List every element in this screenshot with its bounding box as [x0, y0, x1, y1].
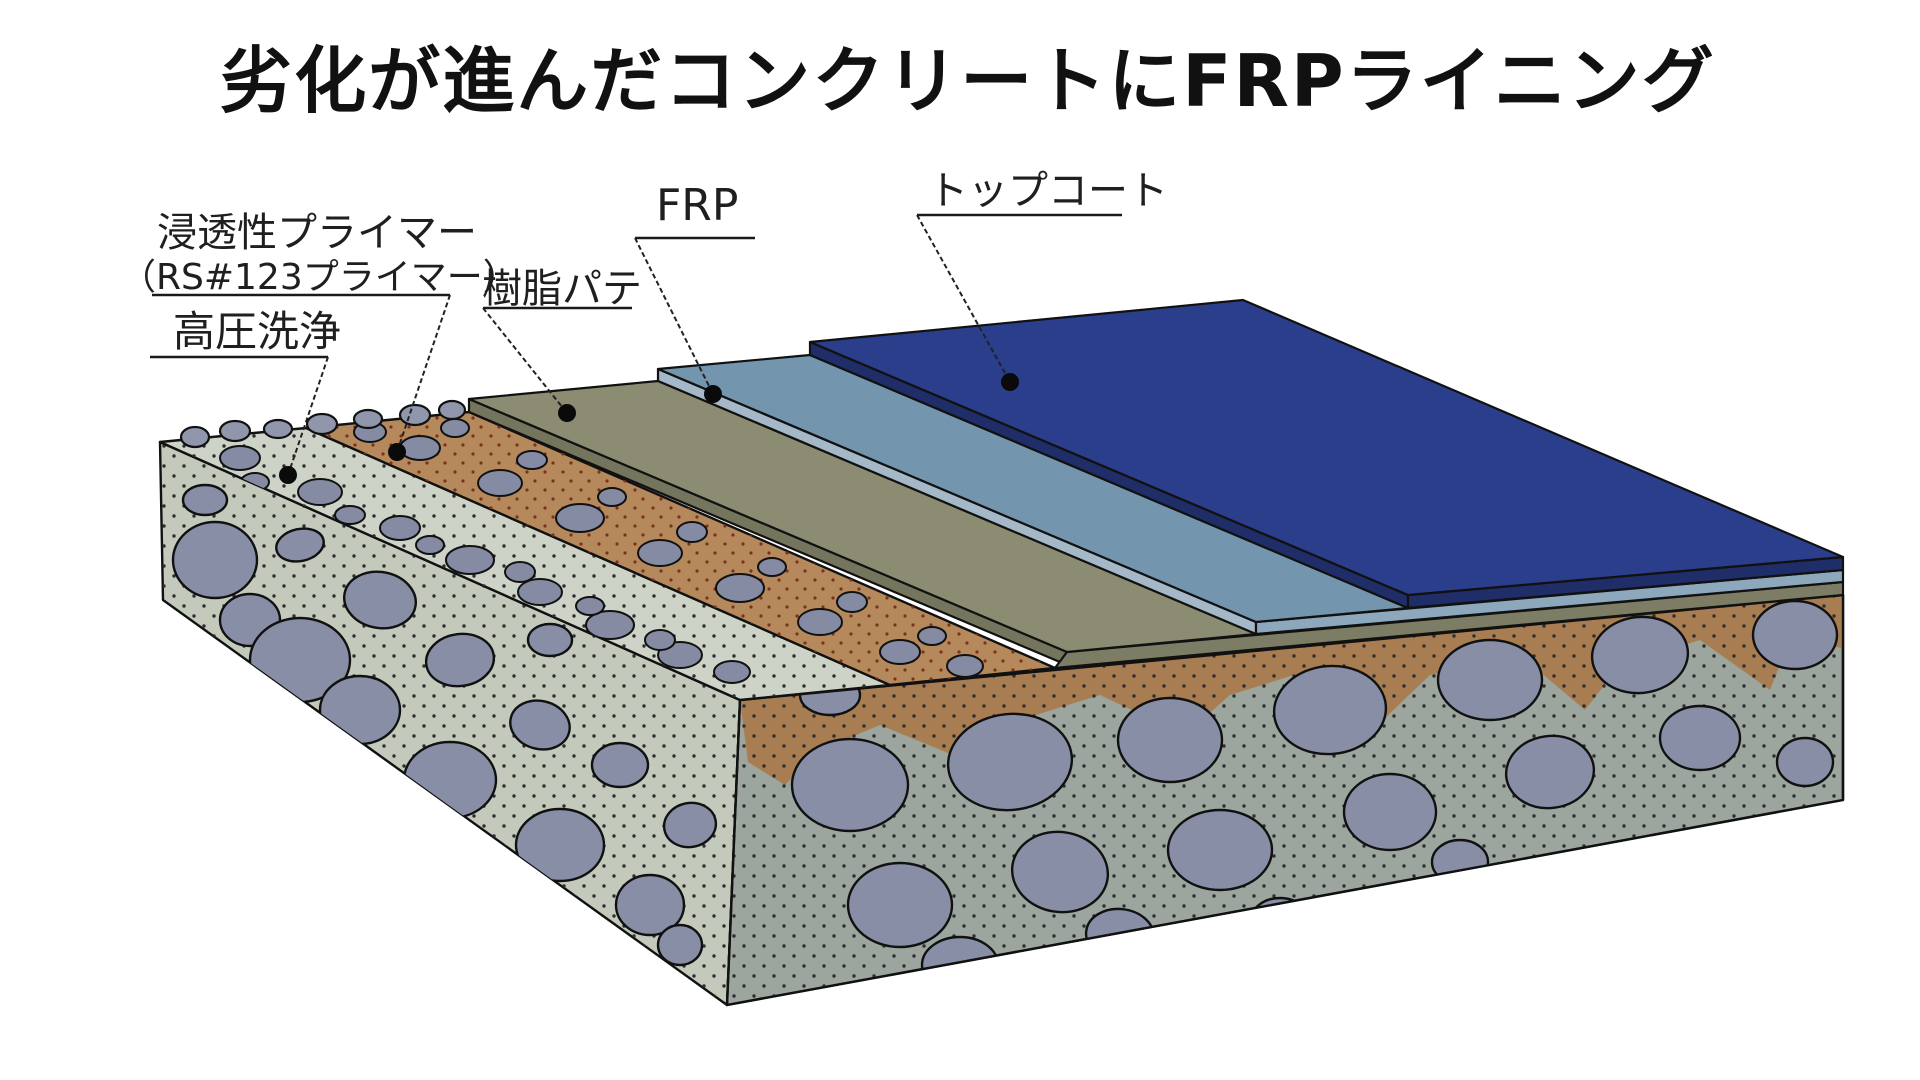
- concrete-right-face-group: [725, 593, 1845, 1007]
- stone: [504, 561, 536, 583]
- stone: [424, 632, 496, 688]
- stone: [644, 629, 676, 651]
- stone: [676, 521, 708, 543]
- stone: [334, 505, 366, 525]
- leader-line-putty: [482, 307, 568, 414]
- stone: [846, 861, 954, 949]
- stone: [590, 741, 650, 789]
- leader-dot-putty: [558, 404, 576, 422]
- pebble: [352, 408, 384, 430]
- stone: [637, 539, 683, 567]
- concrete-left-face-group: [158, 440, 742, 1007]
- stone: [946, 654, 984, 678]
- stone: [597, 487, 627, 507]
- pebble: [218, 419, 252, 443]
- leader-line-frp: [634, 237, 714, 395]
- stone: [946, 712, 1074, 812]
- stone: [415, 535, 445, 555]
- stone: [509, 699, 571, 751]
- primer-band-group: [304, 410, 1057, 687]
- stone: [555, 503, 605, 533]
- stone: [477, 469, 523, 497]
- stone: [713, 660, 751, 684]
- pebble: [179, 425, 211, 449]
- stone: [1775, 736, 1835, 788]
- leader-dot-frp: [704, 385, 722, 403]
- stone: [1248, 896, 1312, 948]
- stone: [445, 545, 495, 575]
- label-topcoat: トップコート: [928, 168, 1168, 214]
- stone: [297, 478, 343, 506]
- stone: [219, 445, 261, 471]
- washed-concrete-band-group: [158, 426, 892, 702]
- stone: [1436, 638, 1544, 722]
- stone: [1272, 664, 1388, 756]
- page-title: 劣化が進んだコンクリートにFRPライニング: [220, 39, 1715, 123]
- stone: [879, 639, 921, 665]
- leader-line-wash: [287, 356, 329, 476]
- stone: [656, 923, 704, 967]
- label-primer-line2: （RS#123プライマー）: [120, 257, 519, 298]
- leader-dot-topcoat: [1001, 373, 1019, 391]
- pebble: [262, 418, 294, 440]
- label-frp: FRP: [656, 180, 738, 231]
- stone: [318, 674, 402, 746]
- aggregate-stones-left: [171, 483, 718, 967]
- pebble: [398, 403, 432, 427]
- stone: [1166, 808, 1274, 892]
- stone: [585, 610, 635, 640]
- stone: [440, 418, 470, 438]
- label-putty: 樹脂パテ: [482, 266, 642, 312]
- stone: [1342, 772, 1438, 852]
- stone: [1010, 830, 1110, 914]
- stone: [662, 801, 718, 849]
- stone: [399, 435, 441, 461]
- frp-slab-group: [656, 353, 1845, 636]
- putty-slab-group: [467, 379, 1845, 670]
- stone: [343, 570, 417, 630]
- leader-dot-wash: [279, 466, 297, 484]
- topcoat-layer-top: [808, 298, 1845, 597]
- stone: [917, 626, 947, 646]
- stone: [516, 450, 548, 470]
- leader-line-primer: [396, 294, 451, 453]
- stone: [1116, 696, 1224, 784]
- stone: [302, 748, 358, 812]
- stone: [920, 935, 1000, 995]
- callout-leaders: [150, 213, 1122, 484]
- stone: [575, 596, 605, 616]
- stone: [517, 578, 563, 606]
- washed-concrete-texture: [160, 428, 890, 700]
- pebble: [305, 412, 339, 436]
- stone: [171, 520, 259, 600]
- stone: [1430, 838, 1490, 886]
- stone: [790, 737, 910, 833]
- stone: [275, 527, 325, 563]
- stone: [1658, 704, 1742, 772]
- silhouette-pebbles: [179, 399, 467, 449]
- stone: [1751, 599, 1839, 671]
- stone: [181, 483, 229, 517]
- label-primer-line1: 浸透性プライマー: [157, 210, 477, 256]
- stone: [836, 591, 868, 613]
- stone: [614, 873, 686, 937]
- stone: [797, 608, 843, 636]
- label-wash: 高圧洗浄: [173, 307, 341, 356]
- concrete-texture-dots-right: [727, 595, 1843, 1005]
- stone: [757, 557, 787, 577]
- stone: [379, 515, 421, 541]
- leader-dot-primer: [388, 443, 406, 461]
- stone: [514, 807, 606, 883]
- stone: [1590, 615, 1690, 695]
- primer-texture: [306, 412, 1055, 685]
- stone: [526, 622, 574, 658]
- stone: [715, 573, 765, 603]
- topcoat-slab-group: [808, 298, 1845, 610]
- stone: [1504, 734, 1596, 810]
- pebble: [437, 399, 467, 421]
